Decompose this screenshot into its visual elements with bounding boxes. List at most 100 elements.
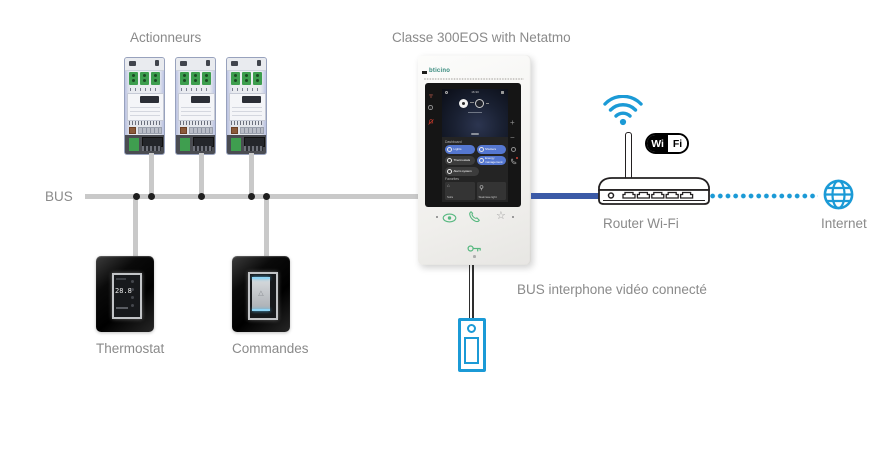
door-lock-key-icon [467, 245, 481, 252]
router-label: Router Wi-Fi [603, 216, 679, 231]
module-connector-teeth [142, 146, 161, 151]
zoom-minus-icon: − [510, 133, 515, 142]
actuators-label: Actionneurs [130, 30, 202, 45]
commands-label: Commandes [232, 341, 309, 356]
wifi-status-icon [428, 94, 434, 98]
wifi-badge-wi: Wi [647, 135, 669, 152]
intercom-video-view: 16:30 [442, 89, 508, 137]
terminal-block [140, 72, 149, 85]
wifi-badge-fi: Fi [668, 135, 687, 152]
router-antenna [625, 132, 632, 180]
commands-led-top [252, 277, 270, 279]
lights-icon [447, 147, 452, 152]
commands-arrow-icon: △ [258, 290, 264, 297]
module-display [140, 96, 159, 103]
favorite-tile-label: Sofa [447, 194, 453, 199]
marker-dot-left [436, 216, 439, 219]
thermostat-button [131, 280, 134, 283]
favorite-tile-sofa: ⌂ Sofa [445, 182, 475, 200]
wire-actuator-3 [249, 153, 254, 195]
bus-junction-dot [198, 193, 205, 200]
router-device [598, 177, 710, 205]
alarm-icon [447, 169, 452, 174]
call-answer-bubble [459, 99, 468, 108]
entrance-panel-icon [458, 318, 486, 372]
favorites-star-icon: ☆ [496, 210, 506, 222]
module-base [125, 135, 164, 154]
internet-globe-icon [823, 179, 854, 210]
brand-logo-mark [422, 71, 427, 74]
screen-button-shutters: Shutters [476, 145, 506, 154]
bus-label: BUS [45, 189, 73, 204]
module-barcode [129, 121, 160, 125]
commands-rocker: △ [252, 277, 270, 311]
sofa-icon: ⌂ [447, 183, 450, 188]
wire-actuator-1 [149, 153, 154, 195]
terminal-block [129, 72, 138, 85]
thermostat-slider [116, 307, 128, 309]
video-drag-handle [471, 133, 479, 135]
device-title-label: Classe 300EOS with Netatmo [392, 30, 571, 45]
screen-button-label: Alarm system [453, 168, 472, 173]
commands-led-bottom [252, 309, 270, 311]
ethernet-line [531, 193, 603, 199]
module-clamp [155, 60, 159, 66]
caller-name-text [468, 112, 482, 114]
dashboard-section-label: Dashboard [445, 140, 462, 144]
internet-label: Internet [821, 216, 867, 231]
screen-button-alarm: Alarm system [445, 167, 479, 176]
thermostat-device: 28.8 [96, 256, 154, 332]
call-bubble-text2 [486, 102, 489, 104]
bus-junction-dot [247, 193, 255, 200]
mic-dot [473, 255, 476, 258]
call-end-bubble [475, 99, 484, 108]
settings-gear-icon [445, 91, 448, 94]
screen-time: 16:30 [471, 90, 479, 94]
wifi-logo-badge: Wi Fi [645, 133, 689, 154]
shutters-icon [478, 147, 484, 152]
energy-icon [478, 158, 484, 163]
thermostats-icon [447, 158, 452, 163]
din-actuator-module-3 [226, 57, 267, 155]
terminal-marks [130, 88, 159, 91]
terminal-block [151, 72, 160, 85]
device-bezel: i + − 16:30 [425, 83, 521, 207]
internet-dotted-line [710, 193, 818, 199]
wire-actuator-2 [199, 153, 204, 195]
router-ports [622, 191, 694, 199]
wire-thermostat [133, 198, 138, 256]
screen-button-label: Shutters [485, 146, 497, 151]
module-screw [129, 61, 136, 66]
wire-commands [264, 198, 269, 256]
router-lid [598, 177, 710, 191]
favorite-tile-label: Staircase light [478, 194, 497, 199]
bus-video-label: BUS interphone vidéo connecté [517, 282, 707, 297]
eye-camera-icon [442, 213, 457, 223]
speaker-grille [424, 77, 524, 81]
brand-logo-text: bticino [429, 68, 451, 74]
light-icon [479, 184, 484, 190]
wifi-signal-icon [603, 95, 643, 126]
module-terminal-row [138, 127, 162, 134]
bell-muted-icon [428, 119, 434, 125]
favorite-tile-staircase-light: Staircase light [476, 182, 506, 200]
screen-button-label: Energy management [485, 156, 503, 164]
panel-wire-1 [468, 265, 471, 318]
call-status-dot [516, 157, 518, 159]
thermostat-button [131, 288, 134, 291]
thermostat-display-module: 28.8 [112, 273, 142, 319]
thermostat-button [131, 296, 134, 299]
bus-junction-dot [263, 193, 270, 200]
screen-button-label: Thermostats [453, 157, 471, 162]
bus-junction-dot [132, 193, 140, 200]
info-icon: i [428, 105, 433, 110]
module-label-area [127, 93, 164, 121]
device-screen: 16:30 Dashboard Lights [442, 89, 508, 202]
din-actuator-module-2 [175, 57, 216, 155]
screen-button-lights: Lights [445, 145, 475, 154]
panel-wire-2 [472, 265, 474, 318]
favorites-section-label: Favorites [445, 177, 459, 181]
module-button [129, 127, 136, 134]
commands-device: △ [232, 256, 290, 332]
